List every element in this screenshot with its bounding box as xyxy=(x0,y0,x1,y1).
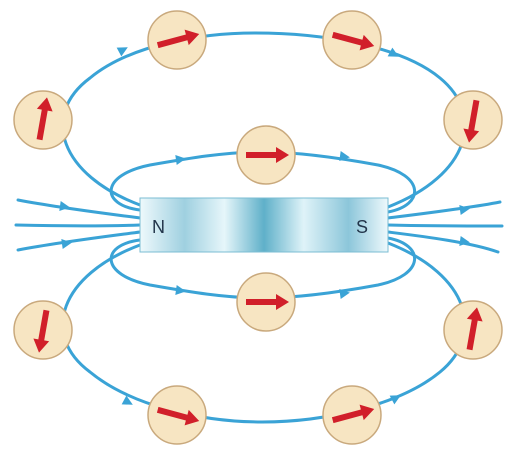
south-pole-label: S xyxy=(356,217,368,237)
field-arrowhead xyxy=(175,285,186,295)
compass-left-lower xyxy=(13,300,73,360)
compass-needle-arrow xyxy=(466,307,483,351)
field-arrowhead xyxy=(339,151,350,161)
compass-top-right xyxy=(322,10,382,70)
field-line-left-1 xyxy=(16,198,142,220)
field-line-outer-bottom xyxy=(61,241,467,424)
field-arrowhead xyxy=(459,205,470,215)
compass-needle-arrow xyxy=(331,31,375,51)
compass-needle-arrow xyxy=(246,147,289,163)
field-arrowhead xyxy=(389,395,401,405)
field-arrowhead xyxy=(116,47,128,57)
compass-needle-arrow xyxy=(33,309,50,353)
field-line-right-2 xyxy=(386,223,504,228)
field-line-right-1 xyxy=(386,200,502,220)
compasses xyxy=(13,10,503,445)
compass-needle-arrow xyxy=(463,99,480,143)
field-arrowheads xyxy=(59,47,470,405)
field-arrowhead xyxy=(175,155,186,165)
compass-center-top xyxy=(236,125,296,185)
compass-needle-arrow xyxy=(331,404,375,424)
field-line-right-3 xyxy=(386,230,500,254)
compass-right-lower xyxy=(443,300,503,360)
field-line-left-2 xyxy=(14,223,142,228)
bar-magnet-body xyxy=(139,197,389,253)
compass-needle-arrow xyxy=(246,294,289,310)
field-arrowhead xyxy=(459,236,470,246)
bar-magnet: N S xyxy=(139,197,389,253)
field-line-left-3 xyxy=(16,230,142,252)
compass-needle-arrow xyxy=(36,97,53,141)
field-arrowhead xyxy=(387,47,399,57)
compass-needle-arrow xyxy=(156,406,200,426)
north-pole-label: N xyxy=(152,217,165,237)
compass-center-bottom xyxy=(236,272,296,332)
field-arrowhead xyxy=(59,201,70,211)
compass-needle-arrow xyxy=(156,29,200,49)
field-arrowhead xyxy=(121,395,133,405)
field-arrowhead xyxy=(339,289,350,299)
compass-top-left xyxy=(147,10,207,70)
compass-bottom-left xyxy=(147,385,207,445)
compass-right-upper xyxy=(443,90,503,150)
field-arrowhead xyxy=(61,239,72,249)
compass-left-upper xyxy=(13,90,73,150)
compass-bottom-right xyxy=(322,385,382,445)
